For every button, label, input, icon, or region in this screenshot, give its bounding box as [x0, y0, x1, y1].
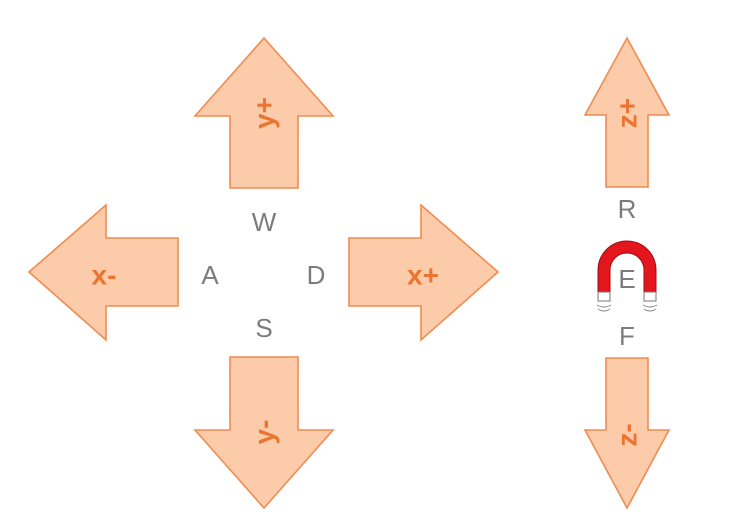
- y-plus-arrow: y+: [193, 36, 335, 189]
- x-plus-label: x+: [407, 260, 439, 291]
- key-d-label: D: [307, 260, 326, 290]
- z-plus-arrow: z+: [583, 36, 671, 188]
- arrow-up-icon: [583, 36, 671, 188]
- z-minus-arrow: z-: [583, 357, 671, 510]
- arrow-left-icon: [27, 203, 179, 342]
- magnet-body: [597, 240, 657, 293]
- x-minus-arrow: x-: [27, 203, 179, 342]
- z-minus-label: z-: [612, 423, 643, 446]
- magnet-icon: [596, 240, 658, 312]
- key-r-label: R: [618, 194, 637, 224]
- magnet-field-left: [596, 304, 612, 312]
- arrow-up-icon: [193, 36, 335, 189]
- y-minus-label: y-: [249, 420, 280, 445]
- arrow-down-icon: [583, 357, 671, 510]
- key-w-label: W: [252, 207, 277, 237]
- key-s-label: S: [255, 313, 272, 343]
- x-plus-arrow: x+: [348, 203, 500, 342]
- key-e-label: E: [618, 264, 635, 294]
- y-minus-arrow: y-: [193, 356, 335, 510]
- magnet-field-right: [642, 304, 658, 312]
- y-plus-label: y+: [249, 97, 280, 129]
- magnet-pole-right: [643, 291, 657, 302]
- magnet-pole-left: [597, 291, 611, 302]
- arrow-right-icon: [348, 203, 500, 342]
- key-f-label: F: [619, 321, 635, 351]
- z-plus-label: z+: [612, 98, 643, 128]
- key-a-label: A: [201, 260, 219, 290]
- arrow-down-icon: [193, 356, 335, 510]
- x-minus-label: x-: [92, 260, 117, 291]
